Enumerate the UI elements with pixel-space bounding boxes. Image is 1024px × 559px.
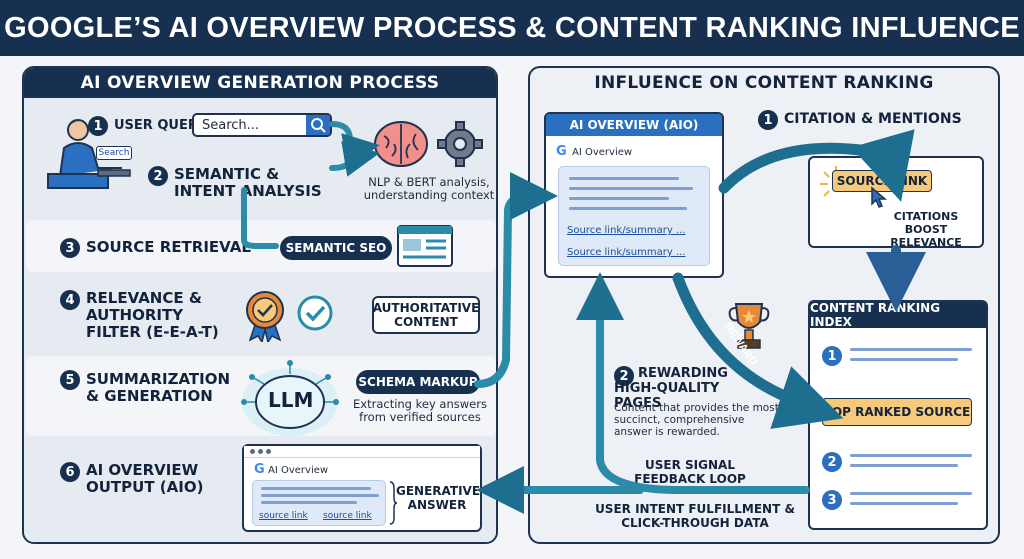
search-icon [311, 118, 326, 133]
rank-2-number: 2 [822, 452, 842, 472]
step-4-number: 4 [60, 290, 80, 310]
page-title: GOOGLE’S AI OVERVIEW PROCESS & CONTENT R… [4, 11, 1020, 44]
search-button[interactable] [306, 115, 330, 135]
step-4-label: RELEVANCE & AUTHORITY FILTER (E-E-A-T) [86, 289, 219, 341]
generative-answer-label: GENERATIVE ANSWER [396, 484, 481, 512]
intent-label: USER INTENT FULFILLMENT & CLICK-THROUGH … [595, 502, 795, 530]
gear-icon [437, 121, 483, 167]
arrow-to-retrieval [241, 187, 279, 249]
output-source-link-2[interactable]: source link [323, 511, 372, 521]
authoritative-content-box: AUTHORITATIVE CONTENT [372, 296, 480, 334]
arrow-query-to-analysis [329, 121, 380, 169]
trophy-icon [728, 303, 770, 349]
output-source-link-1[interactable]: source link [259, 511, 308, 521]
checkmark-icon [297, 295, 333, 331]
brain-icon [374, 121, 428, 167]
user-at-computer-icon [47, 119, 131, 189]
aio-card-title: AI OVERVIEW (AIO) [546, 114, 722, 136]
arrow-analysis-to-brain [329, 141, 380, 177]
step-1-number: 1 [88, 116, 108, 136]
semantic-seo-pill: SEMANTIC SEO [280, 236, 392, 260]
step-3-number: 3 [60, 238, 80, 258]
google-logo-icon: G [254, 462, 265, 477]
step-2-number: 2 [148, 166, 168, 186]
output-card-content: source link source link [252, 480, 386, 526]
rewarding-note: Content that provides the most succinct,… [614, 402, 779, 438]
citation-number: 1 [758, 110, 778, 130]
citation-label: CITATION & MENTIONS [784, 111, 962, 127]
ranking-index-card: CONTENT RANKING INDEX 1 TOP RANKED SOURC… [808, 300, 988, 530]
step-5-label: SUMMARIZATION & GENERATION [86, 370, 231, 405]
extract-note: Extracting key answers from verified sou… [353, 397, 487, 424]
step-6-label: AI OVERVIEW OUTPUT (AIO) [86, 461, 204, 496]
title-bar: GOOGLE’S AI OVERVIEW PROCESS & CONTENT R… [0, 0, 1024, 56]
arrow-aio-to-citation [718, 129, 915, 202]
quality-badge-icon [246, 291, 284, 342]
aio-card: AI OVERVIEW (AIO) G AI Overview Source l… [544, 112, 724, 278]
llm-label: LLM [268, 388, 314, 412]
schema-markup-pill: SCHEMA MARKUP [356, 370, 480, 394]
generation-process-panel: AI OVERVIEW GENERATION PROCESS Search 1 … [22, 66, 498, 544]
panel-heading: INFLUENCE ON CONTENT RANKING [594, 73, 934, 93]
panel-heading: AI OVERVIEW GENERATION PROCESS [24, 68, 496, 98]
webpage-icon [397, 225, 453, 267]
brace-icon [389, 481, 398, 525]
google-logo-icon: G [556, 144, 567, 159]
ai-overview-output-card: G AI Overview source link source link [242, 444, 482, 532]
search-mini-pill: Search [96, 146, 132, 160]
nlp-note: NLP & BERT analysis, understanding conte… [363, 175, 495, 202]
step-1-label: USER QUERY [114, 118, 207, 133]
search-placeholder: Search... [202, 118, 260, 133]
arrow-feedback-loop [576, 272, 810, 494]
rewarding-label: REWARDING HIGH-QUALITY PAGES [614, 366, 728, 411]
arrow-schema-to-aio [474, 172, 558, 388]
rank-3-number: 3 [822, 490, 842, 510]
arrow-reward [672, 272, 844, 429]
step-3-label: SOURCE RETRIEVAL [86, 238, 251, 256]
aio-source-link-2[interactable]: Source link/summary ... [567, 247, 686, 258]
feedback-loop-label: USER SIGNAL FEEDBACK LOOP [634, 458, 746, 486]
top-ranked-source: TOP RANKED SOURCE [822, 398, 972, 426]
aio-card-header: AI Overview [572, 147, 633, 158]
llm-brain-icon [241, 360, 339, 436]
window-bar [244, 446, 480, 458]
rank-1-number: 1 [822, 346, 842, 366]
step-2-label: SEMANTIC & INTENT ANALYSIS [174, 165, 322, 200]
rewarding-number: 2 [614, 366, 634, 386]
step-5-number: 5 [60, 370, 80, 390]
search-input[interactable]: Search... [192, 113, 332, 137]
output-card-header: AI Overview [268, 465, 329, 476]
citations-boost-label: CITATIONS BOOST RELEVANCE [890, 210, 962, 249]
step-6-number: 6 [60, 462, 80, 482]
aio-card-content: Source link/summary ... Source link/summ… [558, 166, 710, 266]
aio-source-link-1[interactable]: Source link/summary ... [567, 225, 686, 236]
